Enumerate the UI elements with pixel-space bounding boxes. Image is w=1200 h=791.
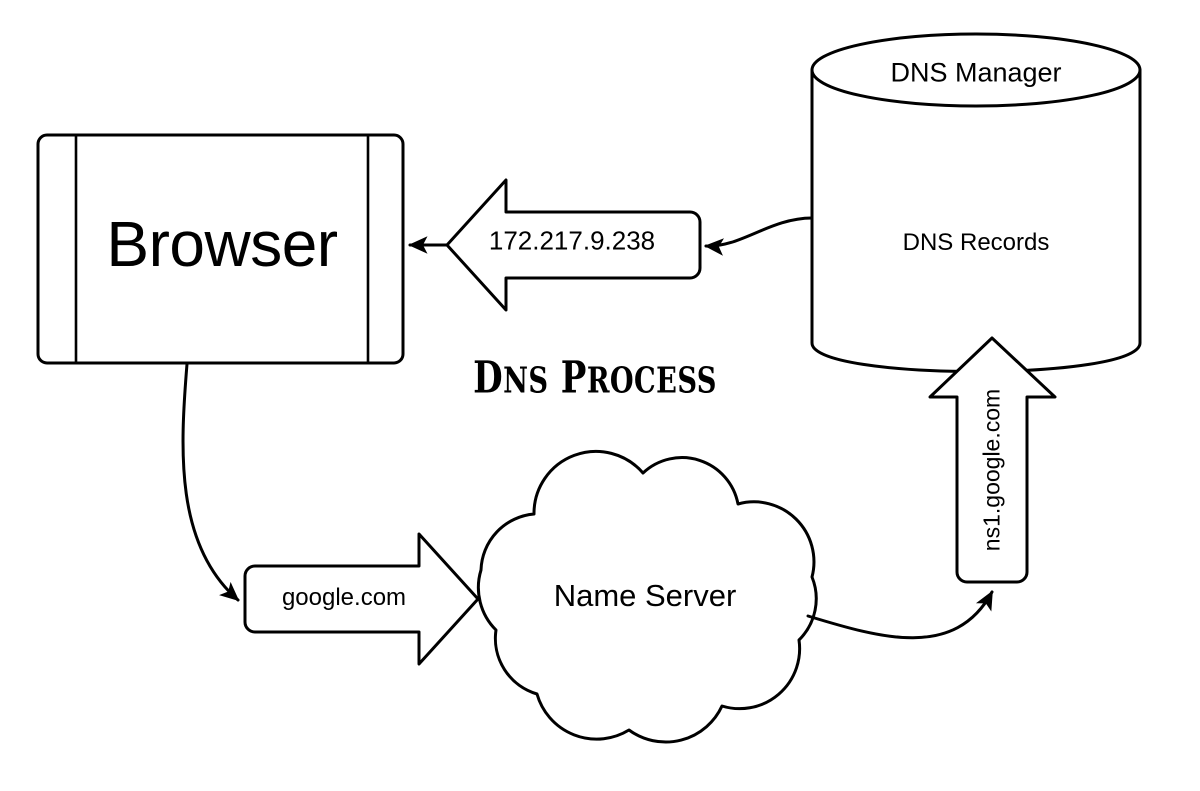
dns-records-label: DNS Records [902, 229, 1050, 256]
ip-response-arrow-shape [445, 178, 702, 312]
dns-manager-node[interactable] [810, 32, 1142, 373]
title-word-one-initial: D [473, 352, 504, 404]
browser-label: Browser [106, 208, 338, 280]
dns-manager-cylinder-body [810, 68, 1142, 373]
name-server-cloud [476, 450, 818, 744]
nameserver-lookup-label: ns1.google.com [978, 388, 1005, 552]
diagram-title: DNS PROCESS [473, 353, 717, 404]
dns-manager-cylinder-top [810, 32, 1142, 108]
dns-manager-label: DNS Manager [890, 57, 1062, 88]
nameserver-lookup-arrow-shape [928, 336, 1057, 584]
nameserver-lookup-arrow[interactable] [928, 336, 1057, 584]
connector-browser-to-domain-query [181, 362, 240, 602]
title-space [549, 353, 561, 404]
domain-query-arrow-shape [243, 532, 480, 666]
title-word-one-rest: NS [503, 360, 549, 402]
ip-response-label: 172.217.9.238 [488, 225, 656, 256]
domain-query-arrow[interactable] [243, 532, 480, 666]
ip-response-arrow[interactable] [445, 178, 702, 312]
domain-query-label: google.com [281, 584, 407, 611]
connector-dns-manager-to-ip-response [704, 216, 814, 256]
title-word-two-initial: P [560, 352, 587, 404]
browser-box [36, 133, 405, 365]
name-server-label: Name Server [553, 578, 737, 613]
name-server-node[interactable] [476, 450, 818, 744]
browser-node[interactable] [36, 133, 405, 365]
title-word-two-rest: ROCESS [586, 360, 717, 402]
connector-name-server-to-nameserver-lookup [806, 590, 994, 640]
